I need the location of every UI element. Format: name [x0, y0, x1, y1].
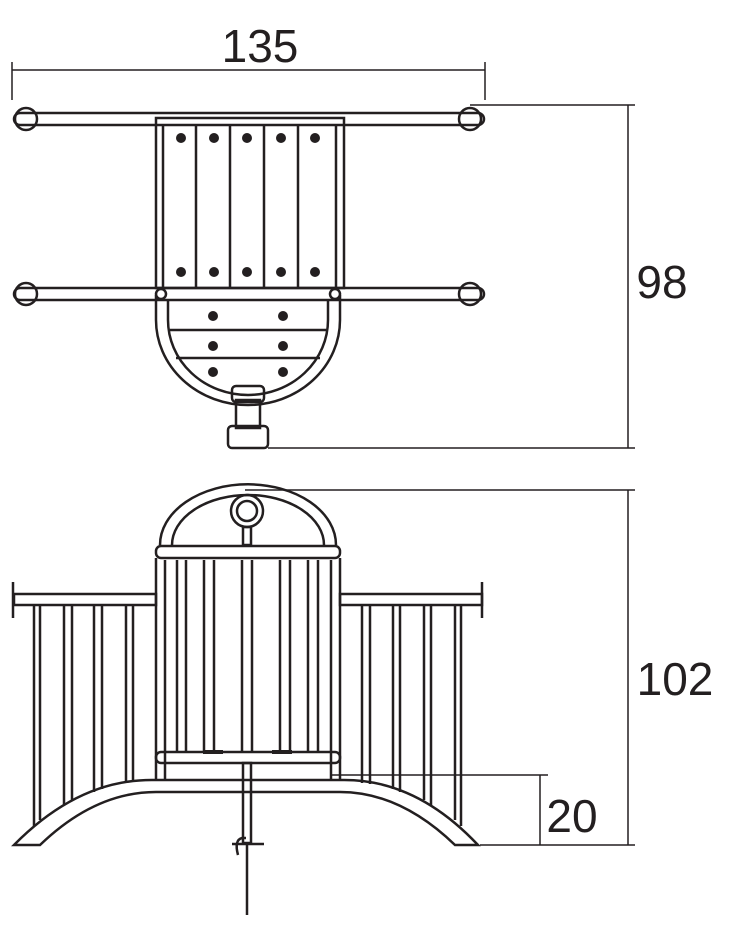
arched-base — [11, 778, 481, 847]
rail-end-cap — [457, 281, 483, 307]
arch-outer — [158, 483, 338, 546]
rail-end-cap — [13, 281, 39, 307]
front-view: 102 20 — [11, 483, 714, 915]
width-label: 135 — [222, 20, 299, 72]
post-knob — [226, 384, 270, 450]
cage-bottom-bar — [154, 750, 342, 765]
base-height-label: 20 — [546, 790, 597, 842]
ground-stake — [232, 761, 264, 915]
depth-label: 98 — [636, 256, 687, 308]
rail-end-cap — [457, 106, 483, 132]
rail-end-cap — [13, 106, 39, 132]
slat-frame — [154, 116, 346, 290]
height-label: 102 — [637, 653, 714, 705]
bolt-dots — [176, 133, 320, 377]
side-rails — [11, 582, 484, 826]
seat-u-frame-inner — [166, 300, 330, 397]
middle-rail — [12, 286, 486, 302]
cage-bars — [154, 558, 342, 780]
seat-u-frame-outer — [154, 295, 342, 407]
top-view: 135 98 — [11, 20, 688, 450]
cage-top-bar — [154, 544, 342, 560]
slats — [154, 116, 346, 290]
